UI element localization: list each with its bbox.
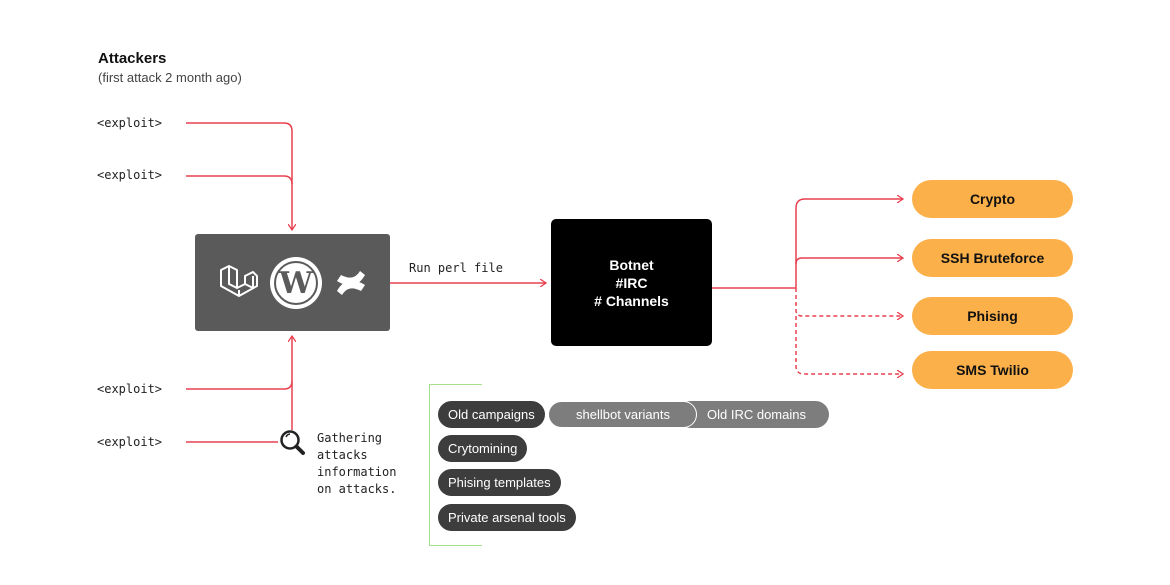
exploit-3-line: [186, 380, 293, 390]
info-bracket: [429, 384, 482, 546]
to-phising-line: [795, 288, 903, 316]
tag-old-irc-domains: Old IRC domains: [677, 401, 829, 428]
gathering-line-4: on attacks.: [317, 482, 397, 496]
diagram-subtitle: (first attack 2 month ago): [98, 70, 242, 85]
tag-old-campaigns: Old campaigns: [438, 401, 545, 428]
botnet-title: Botnet: [609, 256, 654, 273]
to-sms-line: [795, 316, 903, 374]
gathering-line-2: attacks: [317, 448, 368, 462]
tag-private-arsenal-tools: Private arsenal tools: [438, 504, 576, 531]
run-perl-label: Run perl file: [409, 261, 503, 275]
botnet-box: Botnet #IRC # Channels: [551, 219, 712, 346]
botnet-channels: # Channels: [594, 292, 669, 309]
exploit-1-line: [186, 122, 292, 230]
exploit-label-1: <exploit>: [97, 116, 163, 130]
botnet-irc: #IRC: [615, 274, 648, 291]
confluence-icon: [337, 271, 365, 295]
target-crypto: Crypto: [912, 180, 1073, 218]
to-crypto-line: [795, 199, 903, 288]
svg-text:W: W: [278, 266, 314, 301]
wordpress-icon: W: [270, 257, 322, 309]
laravel-icon: [220, 265, 258, 297]
tag-shellbot-variants: shellbot variants: [548, 401, 697, 428]
target-ssh-bruteforce: SSH Bruteforce: [912, 239, 1073, 277]
exploit-label-3: <exploit>: [97, 382, 163, 396]
exploit-2-line: [186, 175, 293, 185]
gathering-text: Gathering attacks information on attacks…: [317, 430, 396, 498]
gathering-line-3: information: [317, 465, 397, 479]
tag-phising-templates: Phising templates: [438, 469, 561, 496]
exploit-label-4: <exploit>: [97, 435, 163, 449]
gathering-line-1: Gathering: [317, 431, 383, 445]
target-phising: Phising: [912, 297, 1073, 335]
to-ssh-line: [795, 258, 903, 265]
cms-targets-box: W: [195, 234, 390, 331]
target-sms-twilio: SMS Twilio: [912, 351, 1073, 389]
exploit-label-2: <exploit>: [97, 168, 163, 182]
magnifier-icon: [280, 430, 305, 455]
diagram-title: Attackers: [98, 50, 167, 67]
tag-crytomining: Crytomining: [438, 435, 528, 462]
